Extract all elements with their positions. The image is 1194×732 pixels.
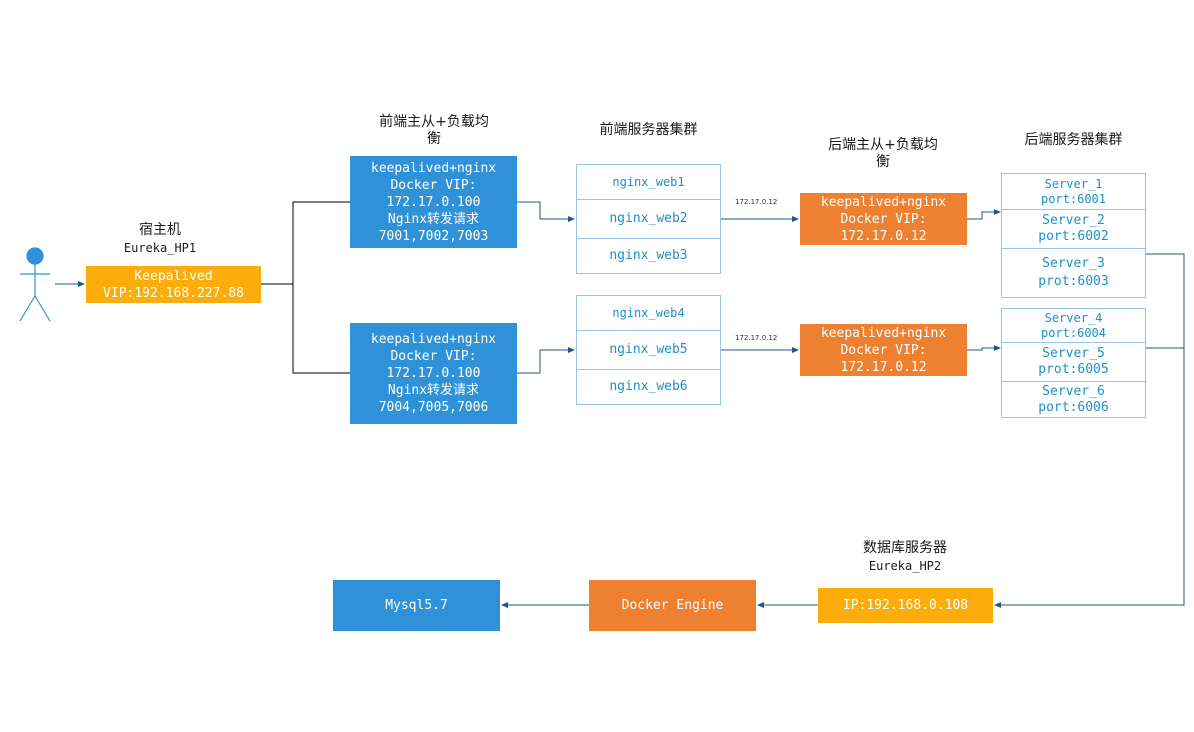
server-6-node: Server_6 port:6006 xyxy=(1001,381,1146,418)
edge-srv-db xyxy=(1146,253,1185,348)
frontend-cluster-title: 前端服务器集群 xyxy=(599,122,698,138)
edge-lb2-web xyxy=(517,347,575,374)
backend-lb-box-1: keepalived+nginx Docker VIP: 172.17.0.12 xyxy=(800,193,967,245)
frontend-lb-title: 前端主从+负载均 衡 xyxy=(379,114,489,147)
nginx-web1-node: nginx_web1 xyxy=(576,164,721,200)
server-5-node: Server_5 prot:6005 xyxy=(1001,342,1146,382)
mysql-box: Mysql5.7 xyxy=(333,580,500,631)
edge-label-ip-1: 172.17.0.12 xyxy=(735,198,778,206)
edge-srv-db2 xyxy=(994,347,1185,608)
backend-lb-title: 后端主从+负载均 衡 xyxy=(828,137,938,170)
docker-engine-box: Docker Engine xyxy=(589,580,756,631)
server-4-node: Server_4 port:6004 xyxy=(1001,308,1146,343)
user-actor-icon xyxy=(19,247,51,322)
host-title: 宿主机 xyxy=(139,222,181,238)
edge-lb1-web xyxy=(517,201,575,222)
edge-blb1-srv xyxy=(967,209,1001,220)
backend-cluster-title: 后端服务器集群 xyxy=(1024,132,1123,148)
nginx-web4-node: nginx_web4 xyxy=(576,295,721,331)
edge-label-ip-2: 172.17.0.12 xyxy=(735,334,778,342)
frontend-lb-box-1: keepalived+nginx Docker VIP: 172.17.0.10… xyxy=(350,156,517,248)
nginx-web3-node: nginx_web3 xyxy=(576,238,721,274)
database-ip-box: IP:192.168.0.108 xyxy=(818,588,993,623)
nginx-web2-node: nginx_web2 xyxy=(576,199,721,239)
host-subtitle: Eureka_HP1 xyxy=(123,241,197,255)
nginx-web6-node: nginx_web6 xyxy=(576,369,721,405)
server-1-node: Server_1 port:6001 xyxy=(1001,173,1146,210)
host-keepalived-box: Keepalived VIP:192.168.227.88 xyxy=(86,266,261,303)
database-title: 数据库服务器 xyxy=(863,540,947,556)
edge-host-split2 xyxy=(292,284,350,374)
edge-host-split xyxy=(261,201,350,285)
database-subtitle: Eureka_HP2 xyxy=(868,559,942,573)
server-3-node: Server_3 prot:6003 xyxy=(1001,248,1146,298)
backend-lb-box-2: keepalived+nginx Docker VIP: 172.17.0.12 xyxy=(800,324,967,376)
server-2-node: Server_2 port:6002 xyxy=(1001,209,1146,249)
edge-blb2-srv xyxy=(967,345,1001,351)
frontend-lb-box-2: keepalived+nginx Docker VIP: 172.17.0.10… xyxy=(350,323,517,424)
nginx-web5-node: nginx_web5 xyxy=(576,330,721,370)
